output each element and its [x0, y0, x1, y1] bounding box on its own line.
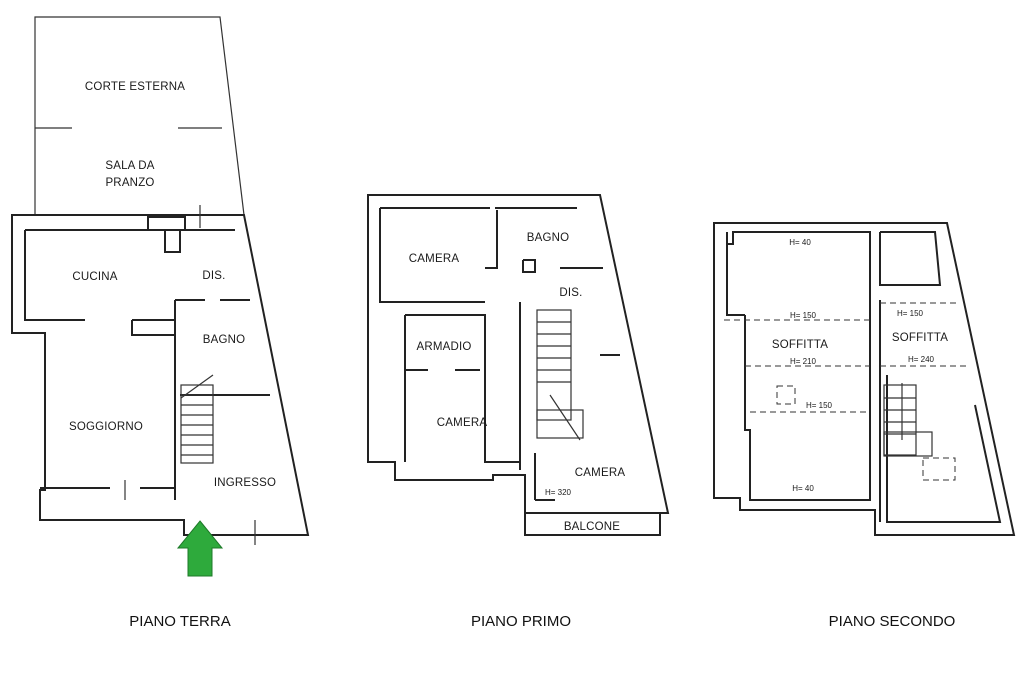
ground-floor-outline: [11, 214, 310, 536]
courtyard-outline: [34, 16, 245, 216]
first-floor-outline: [367, 194, 670, 514]
room-bagno-first: BAGNO: [527, 232, 570, 244]
plan-piano-terra: CORTE ESTERNA SALA DA PRANZO CUCINA DIS.…: [11, 16, 310, 630]
room-soffitta-2: SOFFITTA: [892, 332, 948, 344]
room-corte-esterna: CORTE ESTERNA: [85, 81, 185, 93]
height-h320: H= 320: [545, 488, 572, 497]
title-piano-terra: PIANO TERRA: [129, 613, 230, 630]
height-4: H= 150: [806, 401, 833, 410]
room-camera-1: CAMERA: [409, 253, 460, 265]
stairs-second: [883, 383, 933, 457]
room-dis-first: DIS.: [559, 287, 582, 299]
entrance-arrow-icon: [176, 520, 224, 577]
height-3: H= 210: [790, 357, 817, 366]
room-sala-da: SALA DA: [105, 160, 154, 172]
second-floor-outline: [713, 222, 1016, 536]
room-camera-3: CAMERA: [575, 467, 626, 479]
room-cucina: CUCINA: [72, 271, 117, 283]
plan-piano-primo: CAMERA BAGNO DIS. ARMADIO CAMERA CAMERA …: [367, 194, 670, 630]
height-5: H= 40: [792, 484, 814, 493]
stairs-ground: [180, 374, 214, 464]
room-balcone: BALCONE: [564, 521, 620, 533]
room-bagno: BAGNO: [203, 334, 246, 346]
room-ingresso: INGRESSO: [214, 477, 276, 489]
room-soffitta-1: SOFFITTA: [772, 339, 828, 351]
height-6: H= 150: [897, 309, 924, 318]
room-camera-2: CAMERA: [437, 417, 488, 429]
height-7: H= 240: [908, 355, 935, 364]
room-dis: DIS.: [202, 270, 225, 282]
height-2: H= 150: [790, 311, 817, 320]
room-soggiorno: SOGGIORNO: [69, 421, 143, 433]
title-piano-primo: PIANO PRIMO: [471, 613, 571, 630]
stairs-first: [536, 309, 584, 441]
height-1: H= 40: [789, 238, 811, 247]
room-pranzo: PRANZO: [105, 177, 154, 189]
title-piano-secondo: PIANO SECONDO: [829, 613, 956, 630]
room-armadio: ARMADIO: [416, 341, 471, 353]
plan-piano-secondo: H= 40 H= 150 H= 210 H= 150 H= 40 H= 150 …: [713, 222, 1016, 630]
